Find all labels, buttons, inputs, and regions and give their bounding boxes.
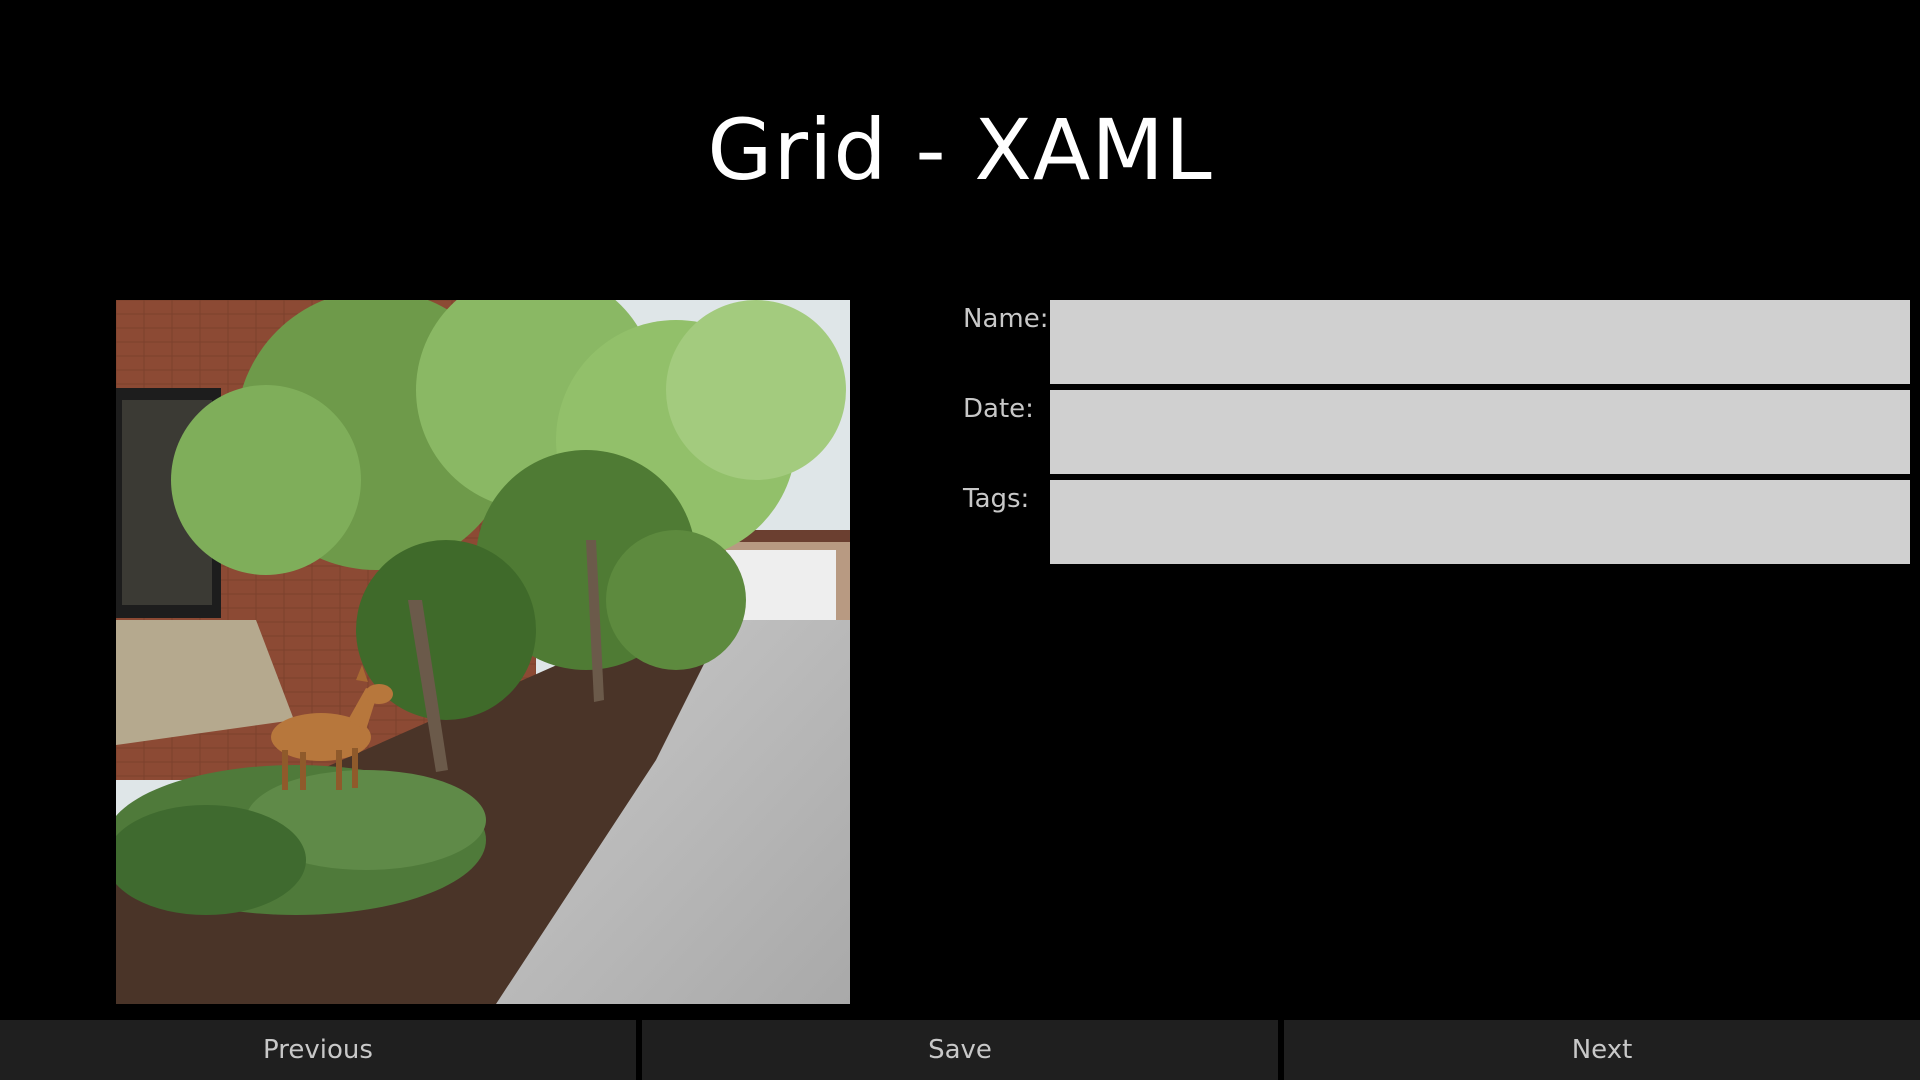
save-button[interactable]: Save bbox=[642, 1020, 1278, 1080]
photo-preview bbox=[116, 300, 850, 1004]
tags-input[interactable] bbox=[1050, 480, 1910, 564]
next-button[interactable]: Next bbox=[1284, 1020, 1920, 1080]
bottom-app-bar: Previous Save Next bbox=[0, 1020, 1920, 1080]
page-title: Grid - XAML bbox=[707, 101, 1213, 199]
deer-photo-image bbox=[116, 300, 850, 1004]
name-label: Name: bbox=[963, 304, 1049, 334]
date-input[interactable] bbox=[1050, 390, 1910, 474]
date-label: Date: bbox=[963, 394, 1034, 424]
previous-button[interactable]: Previous bbox=[0, 1020, 636, 1080]
tags-label: Tags: bbox=[963, 484, 1030, 514]
name-input[interactable] bbox=[1050, 300, 1910, 384]
